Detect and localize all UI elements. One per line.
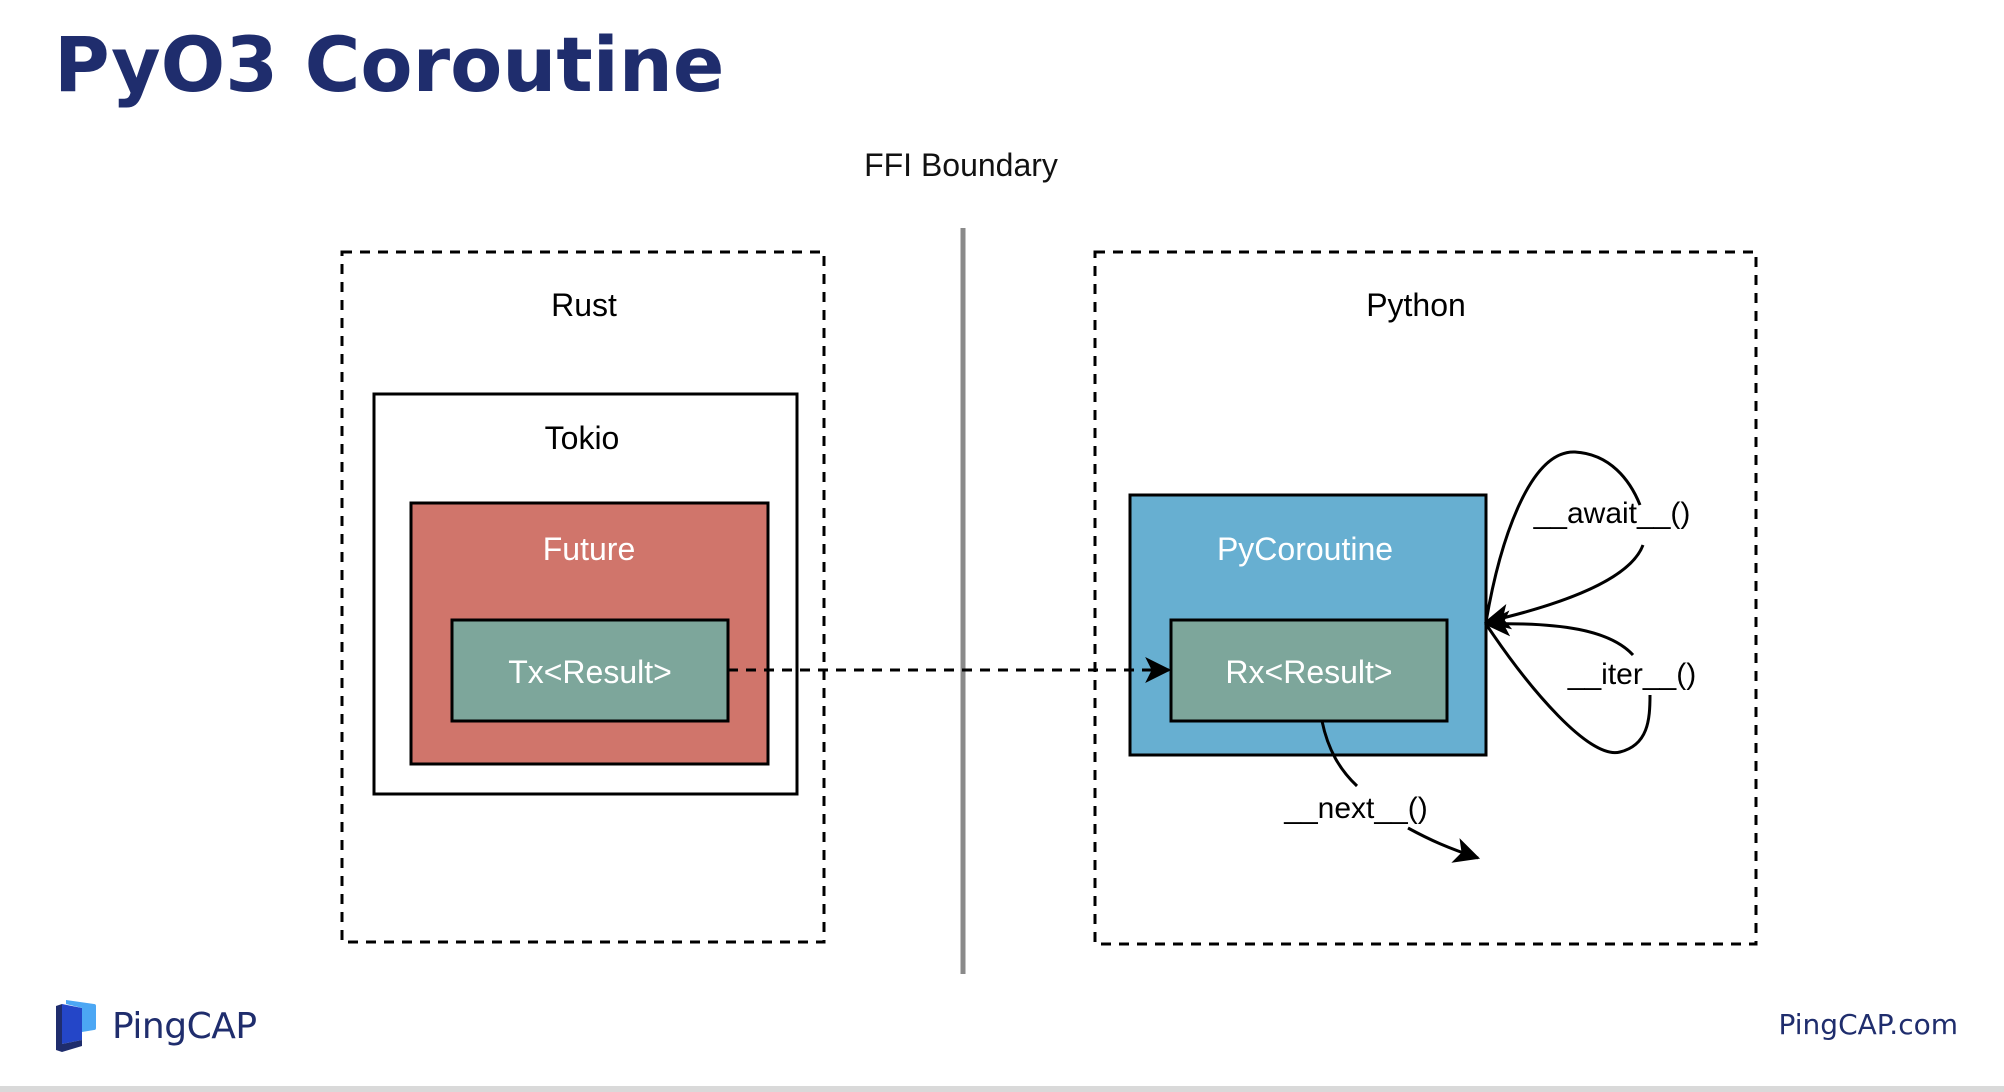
- await-edge-label: __await__(): [1533, 497, 1691, 530]
- ffi-boundary-label: FFI Boundary: [864, 147, 1058, 183]
- next-arrow-start: [1320, 720, 1359, 788]
- pingcap-logo: PingCAP: [56, 1000, 257, 1052]
- pycoroutine-label: PyCoroutine: [1217, 531, 1393, 567]
- iter-edge-label: __iter__(): [1567, 658, 1696, 691]
- next-edge-label: __next__(): [1283, 792, 1427, 825]
- future-label: Future: [543, 531, 635, 567]
- await-loop-arrow: [1486, 450, 1645, 622]
- python-label: Python: [1366, 287, 1466, 323]
- rx-label: Rx<Result>: [1225, 654, 1392, 690]
- rust-container: [340, 250, 826, 944]
- tx-label: Tx<Result>: [508, 654, 672, 690]
- pingcap-brand-name: PingCAP: [112, 1005, 257, 1047]
- bottom-bar: [0, 1086, 2004, 1092]
- tx-box: [450, 618, 730, 723]
- tokio-label: Tokio: [545, 420, 620, 456]
- iter-loop-arrow: [1486, 624, 1652, 755]
- pingcap-logo-icon: [56, 1000, 96, 1052]
- rx-box: [1169, 618, 1449, 723]
- slide-title: PyO3 Coroutine: [54, 20, 725, 109]
- pingcap-url[interactable]: PingCAP.com: [1778, 1008, 1959, 1041]
- next-arrow-end: [1407, 826, 1481, 863]
- python-container: [1093, 250, 1758, 946]
- rust-label: Rust: [551, 287, 617, 323]
